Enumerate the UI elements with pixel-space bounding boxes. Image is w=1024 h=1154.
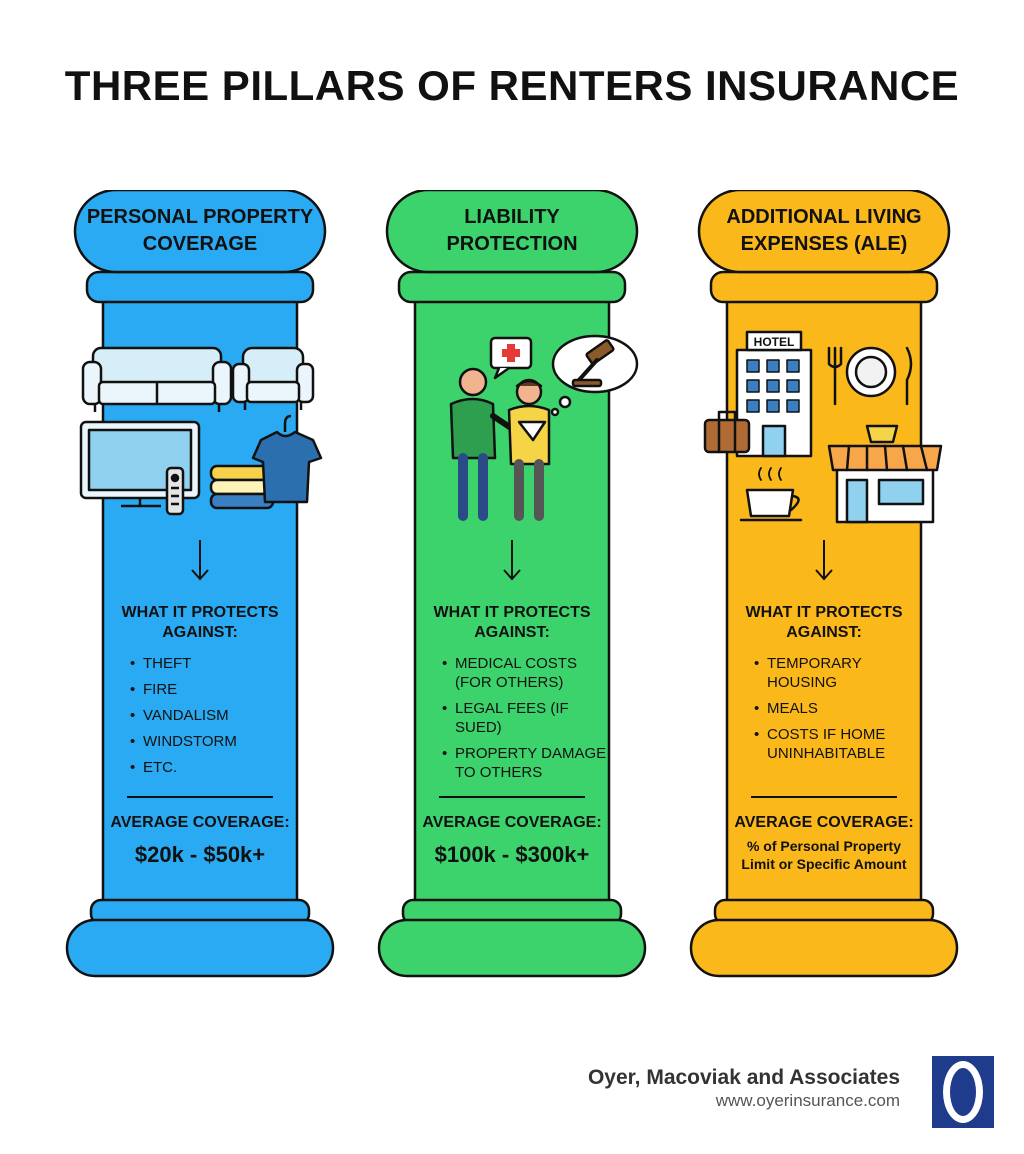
list-item: Etc. xyxy=(130,758,310,777)
avg-coverage-value: % of Personal Property Limit or Specific… xyxy=(741,838,907,872)
list-item: Theft xyxy=(130,654,310,673)
list-item: Fire xyxy=(130,680,310,699)
pillar-liability: LIABILITY PROTECTION xyxy=(377,190,647,980)
pillar-personal-property: PERSONAL PROPERTY COVERAGE xyxy=(65,190,335,980)
protects-heading: WHAT IT PROTECTS AGAINST: xyxy=(121,604,279,641)
list-item: Meals xyxy=(754,699,904,718)
protection-list: Temporary housing Meals Costs if home un… xyxy=(754,654,904,770)
list-item: Temporary housing xyxy=(754,654,904,692)
sofa-icon xyxy=(81,346,233,412)
medical-cross-icon xyxy=(489,336,533,380)
protects-heading: WHAT IT PROTECTS AGAINST: xyxy=(433,604,591,641)
protects-heading: WHAT IT PROTECTS AGAINST: xyxy=(745,604,903,641)
people-injury-icon xyxy=(449,367,551,521)
folded-clothes-icon xyxy=(209,464,275,510)
pillar-heading: PERSONAL PROPERTY COVERAGE xyxy=(86,206,314,255)
protection-list: Medical costs (for others) Legal fees (i… xyxy=(442,654,610,789)
storefront-icon xyxy=(827,424,943,524)
avg-coverage-value: $100k - $300k+ xyxy=(434,842,590,867)
list-item: Windstorm xyxy=(130,732,310,751)
list-item: Medical costs (for others) xyxy=(442,654,610,692)
list-item: Property damage to others xyxy=(442,744,610,782)
company-url[interactable]: www.oyerinsurance.com xyxy=(715,1091,900,1110)
company-name: Oyer, Macoviak and Associates xyxy=(587,1066,900,1089)
suitcase-icon xyxy=(703,410,751,454)
avg-coverage-value: $20k - $50k+ xyxy=(134,842,266,867)
hotel-icon: HOTEL xyxy=(735,330,813,458)
list-item: Legal fees (if sued) xyxy=(442,699,610,737)
list-item: Costs if home uninhabitable xyxy=(754,725,904,763)
plate-cutlery-icon xyxy=(827,346,913,406)
svg-text:HOTEL: HOTEL xyxy=(754,335,795,349)
avg-coverage-label: AVERAGE COVERAGE: xyxy=(422,814,602,831)
divider xyxy=(439,796,585,798)
down-arrow-icon xyxy=(815,540,833,581)
page-title: THREE PILLARS OF RENTERS INSURANCE xyxy=(64,62,960,109)
liability-icons xyxy=(449,334,639,521)
pillar-shape xyxy=(377,190,647,978)
divider xyxy=(127,796,273,798)
pillar-heading: LIABILITY PROTECTION xyxy=(446,206,578,255)
list-item: Vandalism xyxy=(130,706,310,725)
protection-list: Theft Fire Vandalism Windstorm Etc. xyxy=(130,654,310,784)
divider xyxy=(751,796,897,798)
pillar-additional-living-expenses: ADDITIONAL LIVING EXPENSES (ALE) HOTEL xyxy=(689,190,959,980)
down-arrow-icon xyxy=(191,540,209,581)
down-arrow-icon xyxy=(503,540,521,581)
company-logo-icon xyxy=(932,1056,994,1128)
living-expense-icons: HOTEL xyxy=(703,330,943,524)
avg-coverage-label: AVERAGE COVERAGE: xyxy=(734,814,914,831)
armchair-icon xyxy=(231,346,315,410)
pillar-heading: ADDITIONAL LIVING EXPENSES (ALE) xyxy=(726,206,922,255)
furniture-icons xyxy=(79,346,323,516)
remote-icon xyxy=(165,466,185,516)
avg-coverage-label: AVERAGE COVERAGE: xyxy=(110,814,290,831)
gavel-thought-icon xyxy=(550,334,639,417)
tshirt-icon xyxy=(251,414,323,504)
coffee-cup-icon xyxy=(739,467,803,522)
